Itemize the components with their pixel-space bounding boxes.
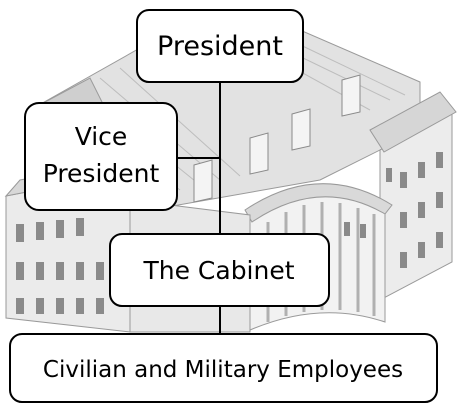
vice-president-box: Vice President [24, 102, 178, 211]
president-box: President [136, 9, 304, 83]
vice-president-label-line-2: President [43, 159, 160, 188]
employees-label: Civilian and Military Employees [43, 357, 403, 383]
employees-box-frame [9, 333, 438, 403]
cabinet-label: The Cabinet [142, 256, 294, 285]
cabinet-box-frame [109, 233, 330, 307]
portico-roof [244, 183, 393, 223]
employees-box: Civilian and Military Employees [9, 333, 438, 403]
right-wing-roof [369, 91, 457, 153]
vice-president-box-frame [24, 102, 178, 211]
president-box-frame [136, 9, 304, 83]
president-label: President [157, 31, 283, 62]
windows [16, 152, 443, 314]
vice-president-label-line-1: Vice [75, 122, 128, 151]
cabinet-box: The Cabinet [109, 233, 330, 307]
chimneys [193, 74, 361, 203]
